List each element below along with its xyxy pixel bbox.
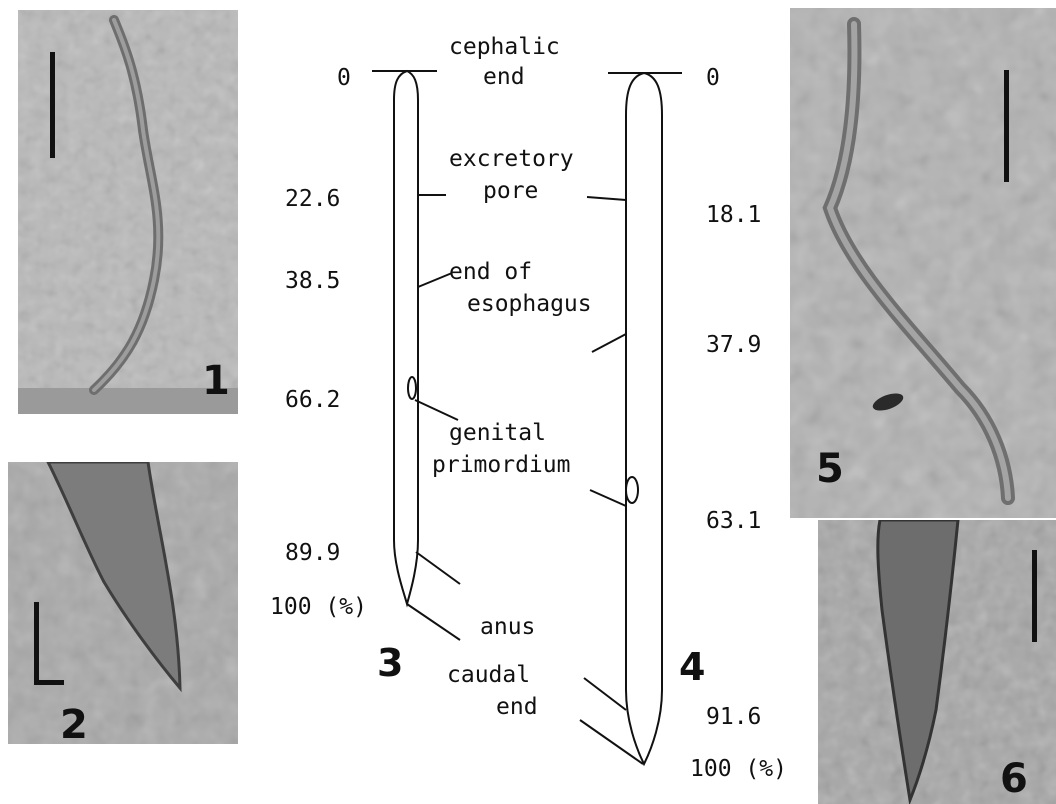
- diagram4-genital-primordium: [626, 477, 638, 503]
- diagram4-esophagus-leader: [592, 334, 626, 352]
- label-esophagus-line1: end of: [449, 259, 532, 285]
- diagram4-genital-leader: [590, 490, 626, 506]
- diagram3-caudal-leader: [407, 604, 460, 640]
- d4-value-genital: 63.1: [706, 508, 761, 534]
- label-anus: anus: [480, 614, 535, 640]
- label-excretory-line2: pore: [483, 178, 538, 204]
- diagram3-anus-leader: [416, 552, 460, 584]
- d4-value-anus: 91.6: [706, 704, 761, 730]
- label-caudal-line1: caudal: [447, 662, 530, 688]
- d4-value-excretory-pore: 18.1: [706, 202, 761, 228]
- label-caudal-line2: end: [496, 694, 538, 720]
- label-esophagus-line2: esophagus: [467, 291, 592, 317]
- diagram4-body-outline: [626, 73, 662, 764]
- diagram4-caudal-leader: [580, 720, 643, 764]
- d3-value-cephalic: 0: [337, 65, 351, 91]
- label-cephalic-line2: end: [483, 64, 525, 90]
- diagram4-number: 4: [679, 645, 705, 689]
- diagram3-esophagus-leader: [418, 273, 452, 287]
- d3-value-esophagus: 38.5: [285, 268, 340, 294]
- d3-value-anus: 89.9: [285, 540, 340, 566]
- label-genital-line2: primordium: [432, 452, 570, 478]
- diagram4-anus-leader: [584, 678, 626, 710]
- d4-value-cephalic: 0: [706, 65, 720, 91]
- diagram3-genital-primordium: [408, 377, 416, 399]
- d3-value-caudal: 100 (%): [270, 594, 367, 620]
- d3-value-excretory-pore: 22.6: [285, 186, 340, 212]
- diagram3-genital-leader: [415, 400, 458, 420]
- d4-value-esophagus: 37.9: [706, 332, 761, 358]
- label-genital-line1: genital: [449, 420, 546, 446]
- label-cephalic-line1: cephalic: [449, 34, 560, 60]
- label-excretory-line1: excretory: [449, 146, 574, 172]
- d3-value-genital: 66.2: [285, 387, 340, 413]
- diagram3-body-outline: [394, 71, 418, 604]
- d4-value-caudal: 100 (%): [690, 756, 787, 782]
- diagram3-number: 3: [377, 641, 403, 685]
- diagram4-excretory-pore-leader: [587, 197, 626, 200]
